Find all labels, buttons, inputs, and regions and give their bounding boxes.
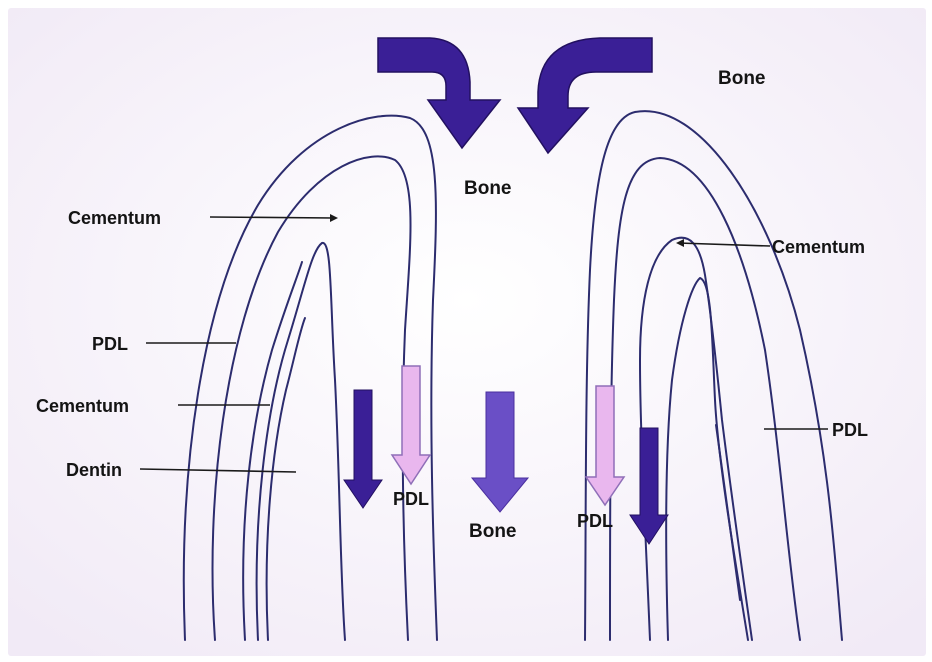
label-cementum-lower-left: Cementum [36, 396, 129, 416]
label-pdl-center-left: PDL [393, 489, 429, 509]
label-bone-center: Bone [464, 178, 512, 199]
label-cementum-upper-left: Cementum [68, 208, 161, 228]
label-dentin-left: Dentin [66, 460, 122, 480]
label-bone-bottom: Bone [469, 521, 517, 542]
leader-cementum-upper-left [210, 217, 334, 218]
label-pdl-left: PDL [92, 334, 128, 354]
label-pdl-center-right: PDL [577, 511, 613, 531]
label-pdl-right: PDL [832, 420, 868, 440]
label-bone-top-right: Bone [718, 68, 766, 89]
label-cementum-right: Cementum [772, 237, 865, 257]
